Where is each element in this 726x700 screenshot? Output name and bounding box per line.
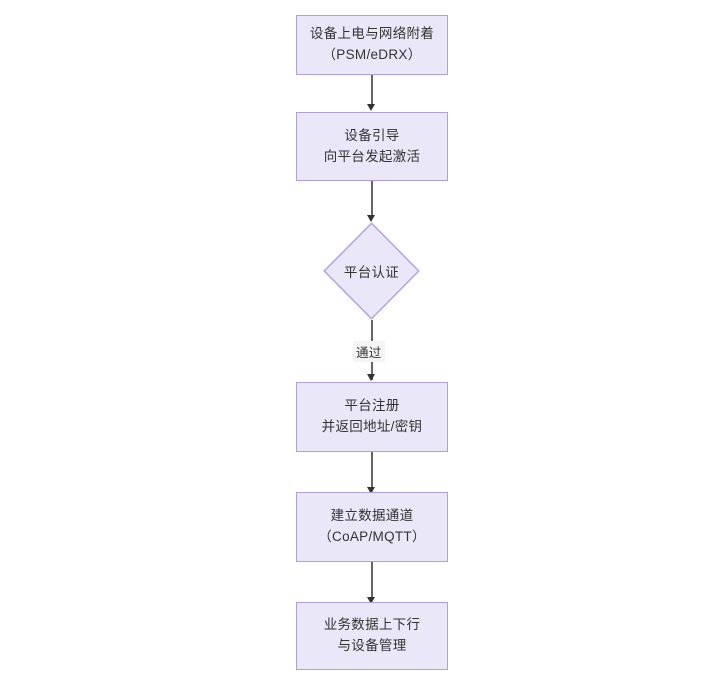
node-line: 平台认证 <box>343 265 400 280</box>
node-platform-auth-decision[interactable]: 平台认证 <box>323 222 420 320</box>
node-line: 设备引导 <box>344 127 400 143</box>
node-line: 设备上电与网络附着 <box>309 26 435 42</box>
edge-n3-n4-arrowhead <box>367 374 376 381</box>
edge-n1-n2-arrowhead <box>367 104 376 111</box>
node-line: 并返回地址/密钥 <box>321 419 423 434</box>
edge-n4-n5-line <box>371 452 373 490</box>
edge-n4-n5-arrowhead <box>367 487 376 494</box>
node-business-data-and-management[interactable]: 业务数据上下行 与设备管理 <box>296 602 448 670</box>
node-device-bootstrap[interactable]: 设备引导 向平台发起激活 <box>296 112 448 181</box>
node-device-power-on[interactable]: 设备上电与网络附着 （PSM/eDRX） <box>296 15 448 75</box>
edge-n3-n4-line-upper <box>371 320 373 342</box>
node-line: （PSM/eDRX） <box>322 47 422 62</box>
node-line: 平台注册 <box>344 398 400 414</box>
edge-n1-n2-line <box>371 75 373 105</box>
node-line: 建立数据通道 <box>330 508 414 524</box>
edge-n5-n6-line <box>371 562 373 600</box>
node-line: 与设备管理 <box>337 638 407 653</box>
node-establish-data-channel[interactable]: 建立数据通道 （CoAP/MQTT） <box>296 492 448 562</box>
node-line: 向平台发起激活 <box>323 148 421 164</box>
edge-n2-n3-line <box>371 181 373 216</box>
edge-n5-n6-arrowhead <box>367 597 376 604</box>
node-line: 业务数据上下行 <box>323 617 421 633</box>
edge-n3-n4-line-lower <box>371 362 373 380</box>
node-platform-register[interactable]: 平台注册 并返回地址/密钥 <box>296 382 448 452</box>
diamond-shape-icon <box>323 222 420 320</box>
edge-n2-n3-arrowhead <box>367 215 376 222</box>
node-line: （CoAP/MQTT） <box>318 529 426 544</box>
edge-label-pass: 通过 <box>353 341 385 362</box>
